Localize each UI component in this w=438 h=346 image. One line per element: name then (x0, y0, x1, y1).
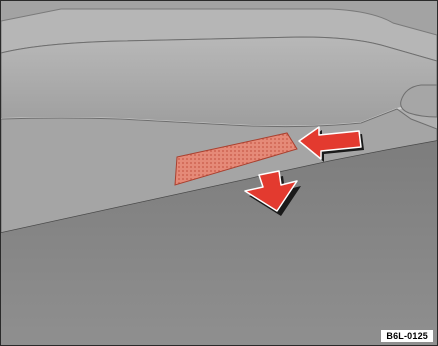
figure-code: B6L-0125 (381, 330, 433, 342)
side-wall (1, 37, 437, 127)
